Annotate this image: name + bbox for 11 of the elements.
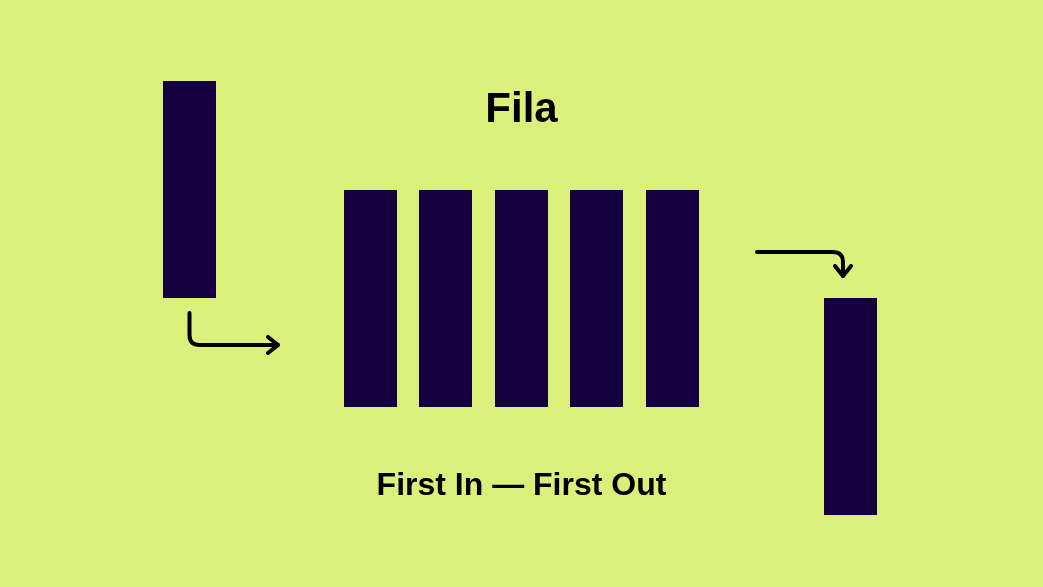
queue-item-bar	[163, 81, 216, 298]
caption: First In — First Out	[376, 465, 667, 504]
queue-item-bar	[419, 190, 472, 407]
queue-item-bar	[824, 298, 877, 515]
title: Fila	[485, 83, 558, 133]
queue-item-bar	[646, 190, 699, 407]
arrow	[187, 311, 280, 355]
arrow	[755, 250, 853, 278]
queue-item-bar	[495, 190, 548, 407]
queue-item-bar	[344, 190, 397, 407]
queue-item-bar	[570, 190, 623, 407]
